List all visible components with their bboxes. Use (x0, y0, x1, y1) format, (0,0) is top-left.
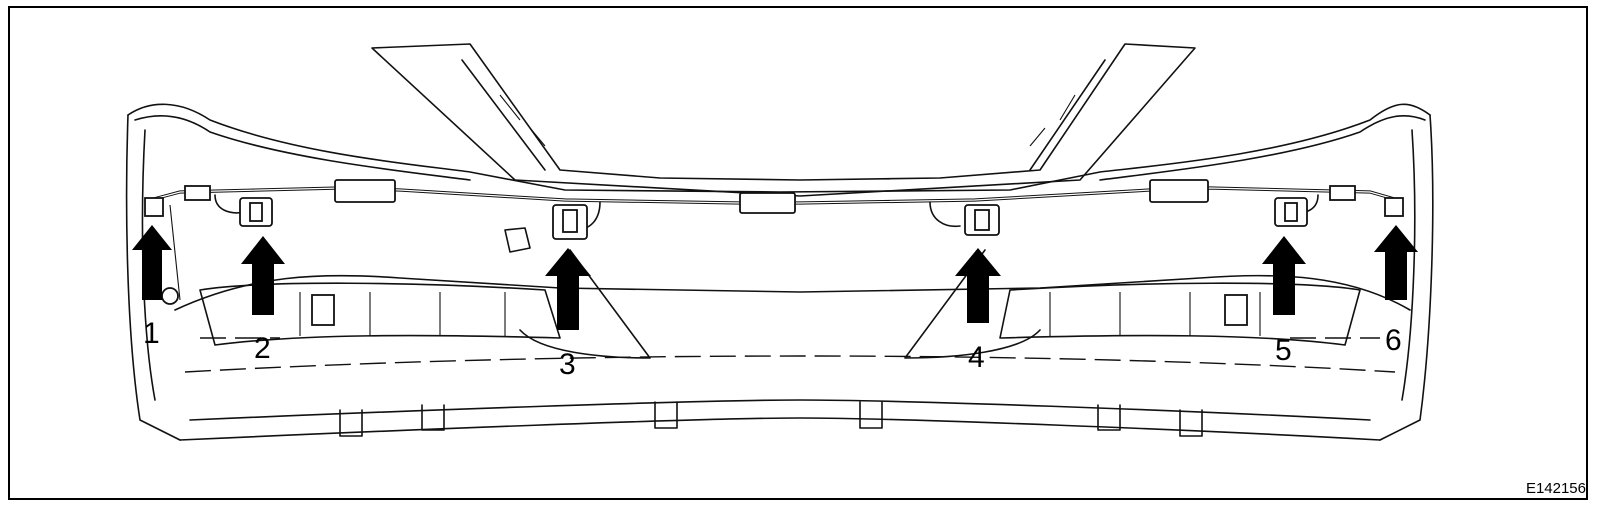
callout-3-label: 3 (559, 348, 576, 381)
callout-6-label: 6 (1385, 324, 1402, 357)
callout-1-label: 1 (143, 317, 160, 350)
grille-opening (371, 43, 1196, 197)
callout-2-label: 2 (254, 332, 271, 365)
arrow-3 (545, 248, 591, 330)
callout-5-label: 5 (1275, 334, 1292, 367)
lower-grille (199, 249, 1361, 359)
sensor-connectors (144, 197, 1404, 253)
arrow-2 (241, 236, 285, 315)
arrow-6 (1374, 225, 1418, 300)
arrow-5 (1262, 236, 1306, 315)
callout-labels: 1 2 3 4 5 6 (143, 317, 1402, 381)
callout-4-label: 4 (968, 341, 985, 374)
callout-arrows (132, 225, 1418, 330)
arrow-4 (955, 248, 1001, 323)
wire-harness (149, 179, 1399, 305)
bumper-cover (125, 103, 1434, 441)
figure-id: E142156 (1525, 480, 1586, 497)
bottom-clips (339, 401, 1203, 437)
arrow-1 (132, 225, 172, 300)
